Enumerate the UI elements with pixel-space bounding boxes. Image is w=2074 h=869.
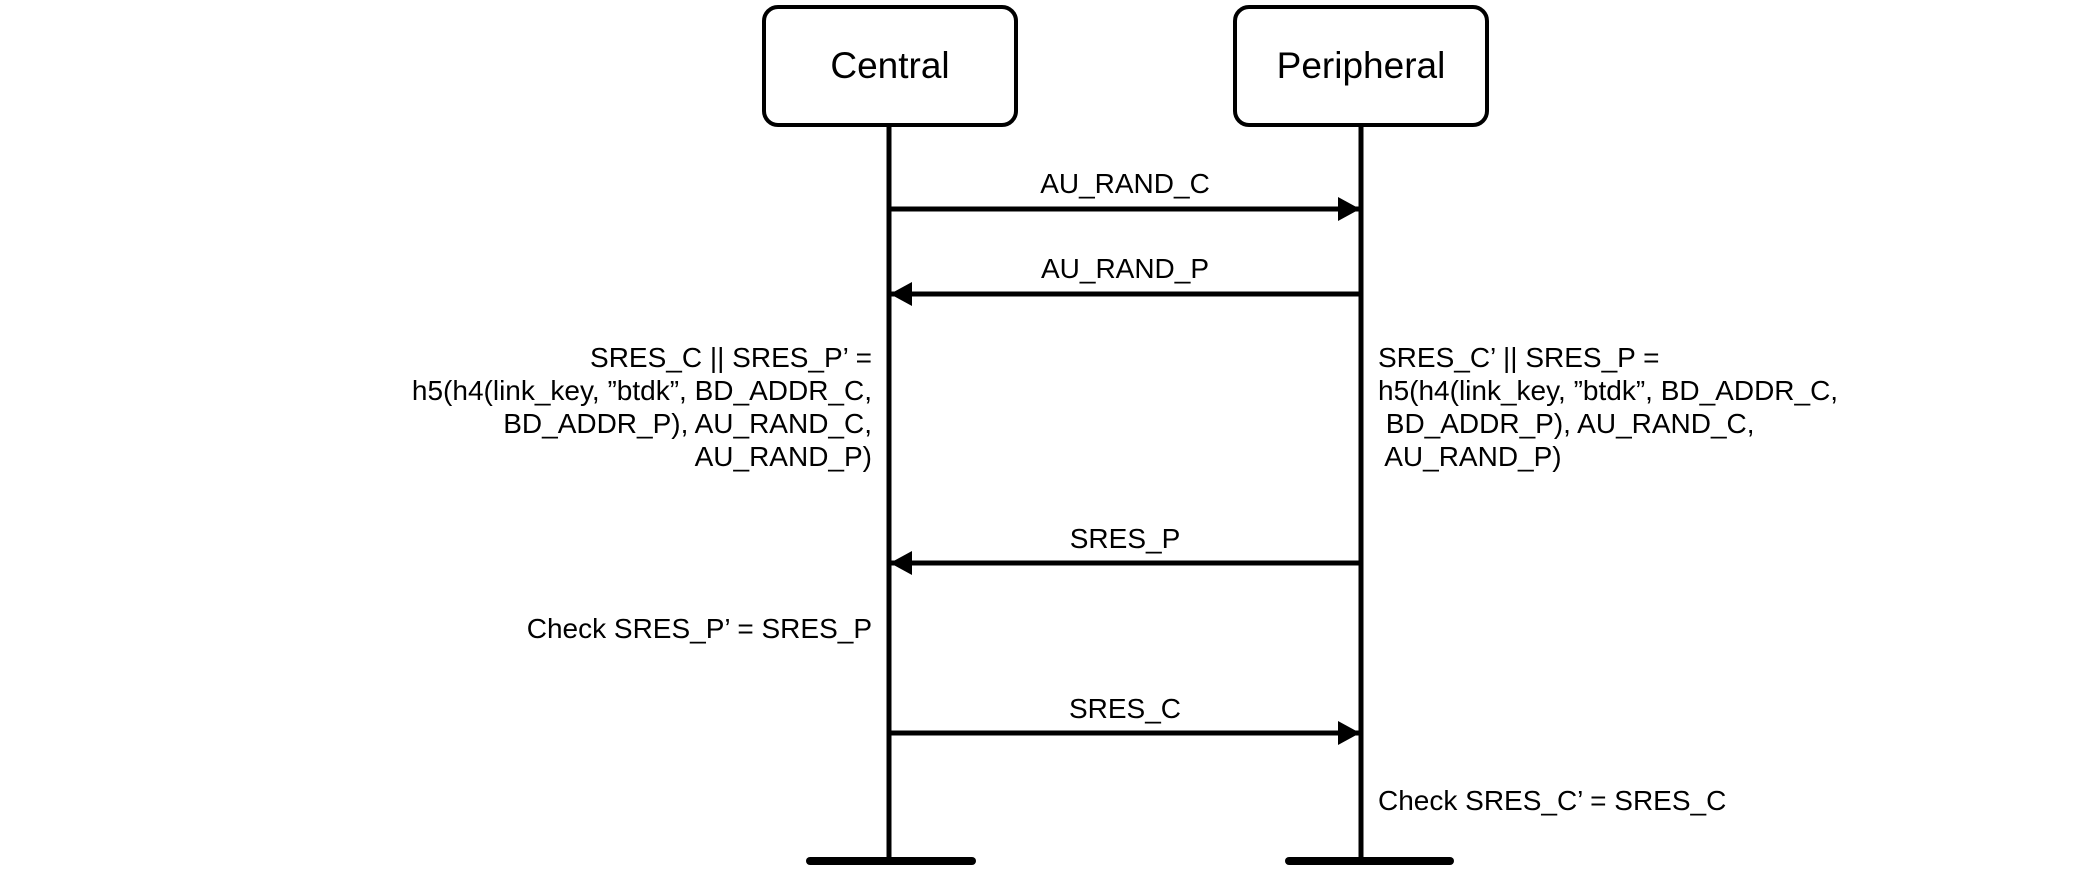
note-line: SRES_C’ || SRES_P =	[1378, 342, 1659, 373]
message-sres-p: SRES_P	[890, 523, 1359, 575]
note-peripheral-check: Check SRES_C’ = SRES_C	[1378, 785, 1726, 816]
note-central-compute: SRES_C || SRES_P’ = h5(h4(link_key, ”btd…	[412, 342, 872, 472]
message-au-rand-p: AU_RAND_P	[890, 253, 1359, 306]
note-line: SRES_C || SRES_P’ =	[590, 342, 872, 373]
note-line: AU_RAND_P)	[695, 441, 872, 472]
note-line: BD_ADDR_P), AU_RAND_C,	[1378, 408, 1755, 439]
participant-label-central: Central	[830, 45, 949, 86]
note-line: BD_ADDR_P), AU_RAND_C,	[503, 408, 872, 439]
participant-label-peripheral: Peripheral	[1277, 45, 1446, 86]
message-label: AU_RAND_C	[1040, 168, 1210, 199]
note-line: AU_RAND_P)	[1378, 441, 1562, 472]
message-label: AU_RAND_P	[1041, 253, 1209, 284]
message-label: SRES_C	[1069, 693, 1181, 724]
participant-central: Central	[762, 5, 1018, 865]
note-line: h5(h4(link_key, ”btdk”, BD_ADDR_C,	[1378, 375, 1838, 406]
message-sres-c: SRES_C	[891, 693, 1360, 745]
message-label: SRES_P	[1070, 523, 1181, 554]
note-line: h5(h4(link_key, ”btdk”, BD_ADDR_C,	[412, 375, 872, 406]
participant-peripheral: Peripheral	[1233, 5, 1489, 865]
note-central-check: Check SRES_P’ = SRES_P	[527, 613, 872, 644]
note-peripheral-compute: SRES_C’ || SRES_P = h5(h4(link_key, ”btd…	[1378, 342, 1838, 472]
message-au-rand-c: AU_RAND_C	[891, 168, 1360, 221]
